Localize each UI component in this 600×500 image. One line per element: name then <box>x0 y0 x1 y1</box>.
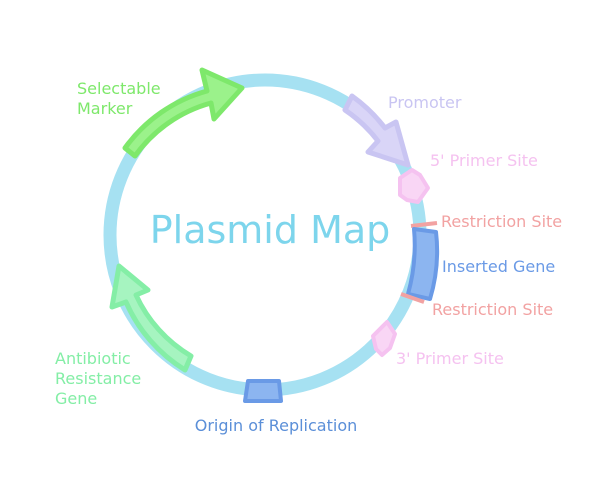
selectable-marker-arrow <box>122 67 245 159</box>
antibiotic-resistance-label-line1: Antibiotic <box>55 349 131 368</box>
antibiotic-resistance-label-line2: Resistance <box>55 369 141 388</box>
primer-5-site-label: 5' Primer Site <box>430 151 538 170</box>
restriction-site-2-label: Restriction Site <box>432 300 553 319</box>
antibiotic-resistance-arrow <box>109 263 194 373</box>
restriction-site-2-marker <box>400 292 425 304</box>
restriction-site-1-label: Restriction Site <box>441 212 562 231</box>
inserted-gene-block <box>406 227 440 301</box>
restriction-site-1-marker <box>410 221 438 228</box>
inserted-gene-label: Inserted Gene <box>442 257 555 276</box>
primer-3-site-label: 3' Primer Site <box>396 349 504 368</box>
origin-of-replication-label: Origin of Replication <box>195 416 358 435</box>
primer-3-site-arrow <box>371 320 397 357</box>
primer-5-site-arrow <box>398 168 430 204</box>
plasmid-map-title: Plasmid Map <box>150 208 391 252</box>
promoter-label: Promoter <box>388 93 462 112</box>
selectable-marker-label-line1: Selectable <box>77 79 161 98</box>
promoter-arrow <box>342 93 411 168</box>
selectable-marker-label-line2: Marker <box>77 99 133 118</box>
origin-of-replication-block <box>243 379 283 403</box>
antibiotic-resistance-label-line3: Gene <box>55 389 97 408</box>
